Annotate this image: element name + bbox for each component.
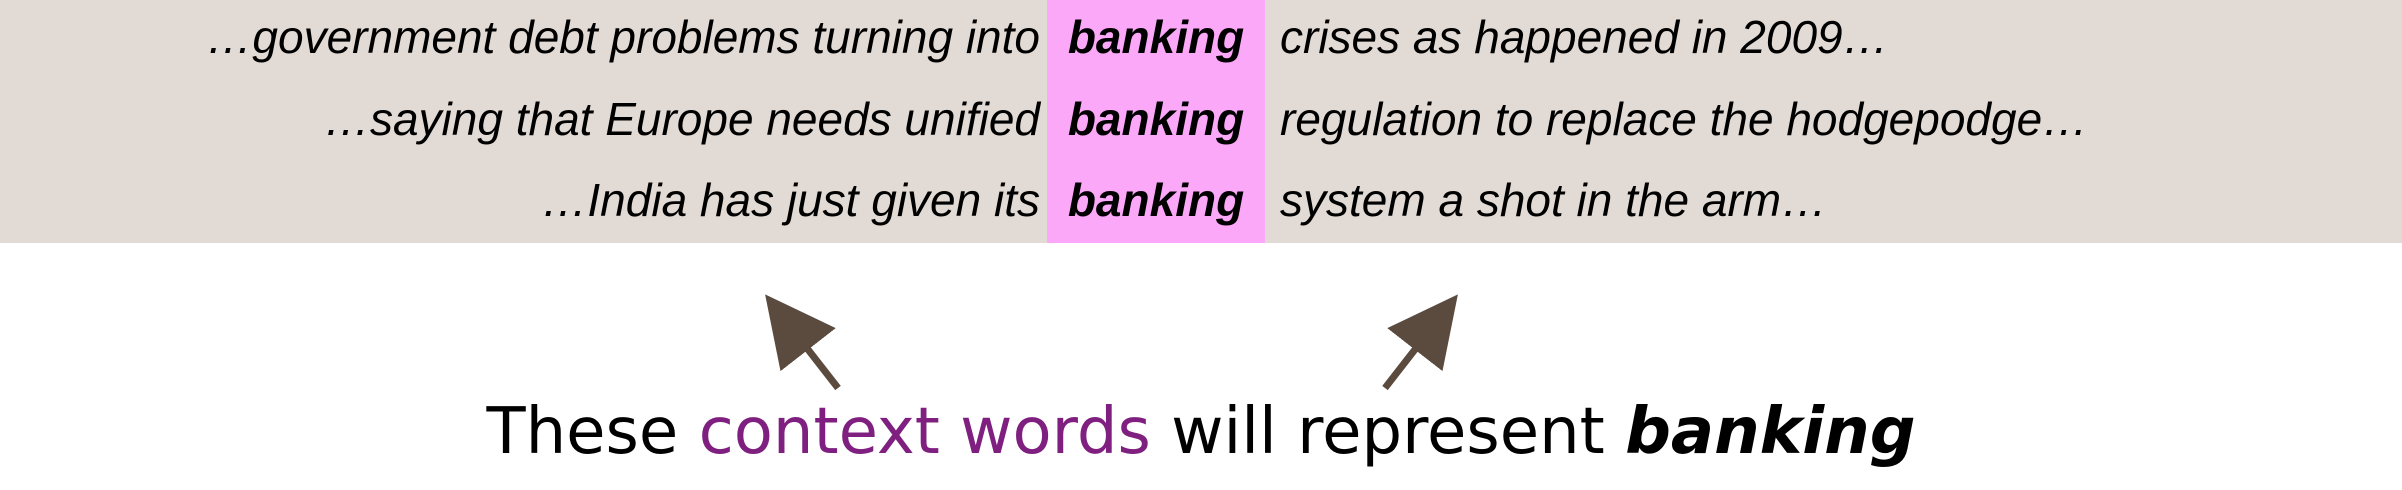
caption-prefix: These xyxy=(486,395,679,469)
concordance-line-2: …saying that Europe needs unified bankin… xyxy=(0,84,2402,154)
target-word-3: banking xyxy=(1067,174,1245,226)
caption-middle: will represent xyxy=(1171,395,1605,469)
caption-keyword: banking xyxy=(1625,395,1916,469)
target-word-2: banking xyxy=(1067,93,1245,145)
left-context-2: …saying that Europe needs unified xyxy=(323,93,1040,145)
right-context-3: system a shot in the arm… xyxy=(1280,174,1828,226)
concordance-line-1: …government debt problems turning into b… xyxy=(0,2,2402,72)
left-context-arrow-icon xyxy=(765,294,841,391)
caption: These context words will represent banki… xyxy=(0,395,2402,469)
left-context-1: …government debt problems turning into xyxy=(206,11,1040,63)
caption-context-words: context words xyxy=(698,395,1151,469)
right-context-2: regulation to replace the hodgepodge… xyxy=(1280,93,2089,145)
target-word-highlight-column xyxy=(1047,0,1265,243)
concordance-line-3: …India has just given its banking system… xyxy=(0,165,2402,235)
left-context-3: …India has just given its xyxy=(541,174,1040,226)
pointer-arrows xyxy=(765,294,1458,391)
right-context-1: crises as happened in 2009… xyxy=(1280,11,1889,63)
right-context-arrow-icon xyxy=(1382,294,1458,391)
target-word-1: banking xyxy=(1067,11,1245,63)
